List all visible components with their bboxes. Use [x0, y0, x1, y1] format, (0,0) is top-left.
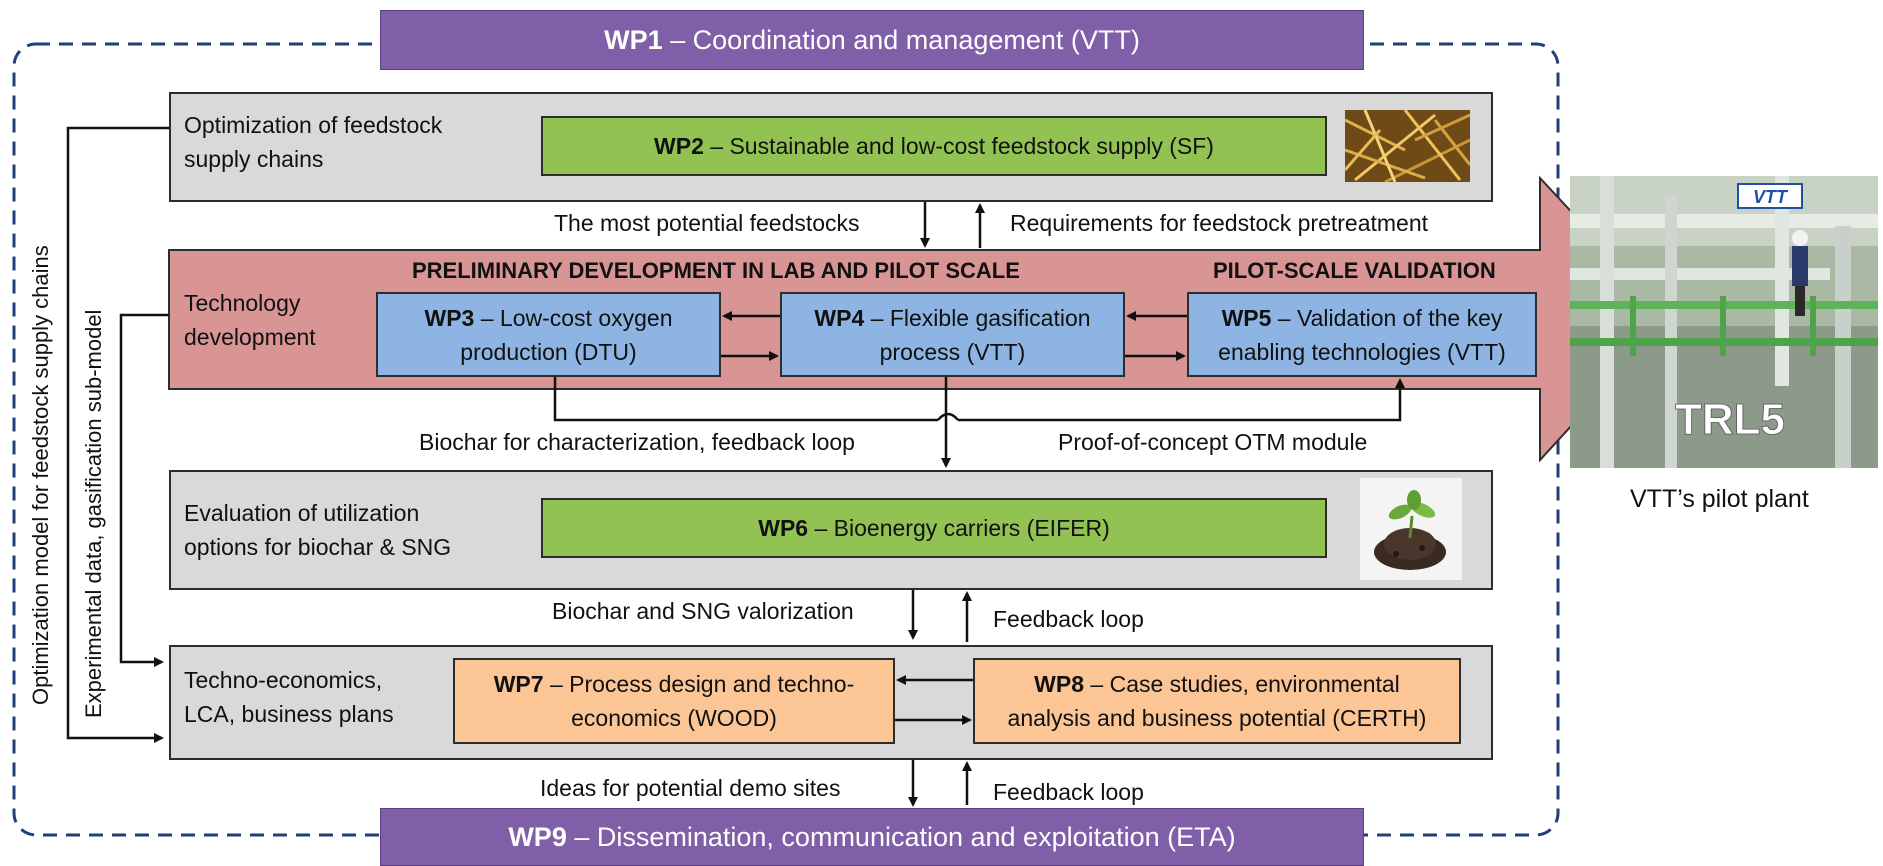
flow-label-requirements: Requirements for feedstock pretreatment: [1010, 210, 1429, 236]
wp9-banner: WP9 – Dissemination, communication and e…: [380, 808, 1364, 866]
flow-label-biochar-char: Biochar for characterization, feedback l…: [419, 429, 855, 455]
wp9-code: WP9: [508, 821, 567, 852]
wp1-banner: WP1 – Coordination and management (VTT): [380, 10, 1364, 70]
biochar-sprout-image: [1360, 478, 1462, 580]
feedstock-row-label: Optimization of feedstock supply chains: [184, 112, 443, 172]
wp7-box: WP7 – Process design and techno-economic…: [453, 658, 895, 744]
technoecon-row-label: Techno-economics, LCA, business plans: [184, 667, 394, 727]
wp1-code: WP1: [604, 24, 663, 55]
pilot-phase-label: PILOT-SCALE VALIDATION: [1213, 258, 1496, 283]
flow-label-most-potential: The most potential feedstocks: [554, 210, 860, 236]
trl5-label: TRL5: [1675, 395, 1785, 444]
wp6-box: WP6 – Bioenergy carriers (EIFER): [541, 498, 1327, 558]
side-label-optimization-model: Optimization model for feedstock supply …: [28, 245, 53, 705]
pilot-plant-caption: VTT’s pilot plant: [1630, 485, 1809, 513]
flow-label-biochar-sng: Biochar and SNG valorization: [552, 598, 854, 624]
flow-label-proof-concept: Proof-of-concept OTM module: [1058, 429, 1368, 455]
flow-label-ideas-demo: Ideas for potential demo sites: [540, 775, 841, 801]
flow-label-feedback-2: Feedback loop: [993, 779, 1144, 805]
feedstock-straw-image: [1345, 110, 1470, 182]
side-label-experimental-data: Experimental data, gasification sub-mode…: [81, 309, 106, 718]
wp1-text: – Coordination and management (VTT): [662, 24, 1140, 55]
wp9-text: – Dissemination, communication and explo…: [566, 821, 1236, 852]
evaluation-row-label: Evaluation of utilization options for bi…: [184, 500, 452, 560]
wp2-box: WP2 – Sustainable and low-cost feedstock…: [541, 116, 1327, 176]
technology-row-label: Technology development: [184, 290, 316, 350]
flow-label-feedback-1: Feedback loop: [993, 606, 1144, 632]
pilot-plant-photo: VTT TRL5: [1570, 176, 1878, 468]
preliminary-phase-label: PRELIMINARY DEVELOPMENT IN LAB AND PILOT…: [412, 258, 1020, 283]
vtt-logo-text: VTT: [1753, 187, 1789, 207]
